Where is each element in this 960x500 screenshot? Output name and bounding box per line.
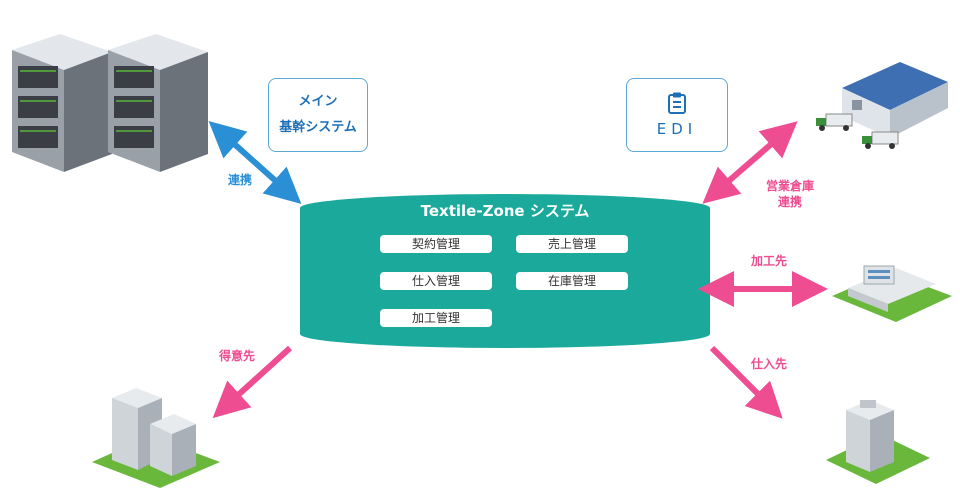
main-link-label: 連携 [227, 173, 252, 187]
supplier-building-illustration [826, 400, 930, 484]
warehouse-link-label-line2: 連携 [777, 195, 802, 209]
module-purchase-management: 仕入管理 [380, 272, 492, 290]
warehouse-illustration [816, 62, 948, 149]
supplier-link-arrow [709, 345, 783, 419]
main-system-box: メイン 基幹システム [268, 78, 368, 152]
main-system-label-line1: メイン [298, 94, 338, 109]
server-rack-illustration [12, 34, 208, 172]
edi-box: EDI [626, 78, 728, 152]
main-link-arrow [208, 121, 302, 204]
module-processing-management: 加工管理 [380, 309, 492, 327]
customer-link-label: 得意先 [218, 349, 255, 363]
edi-label: EDI [656, 120, 698, 138]
module-inventory-management: 在庫管理 [516, 272, 628, 290]
system-title: Textile-Zone システム [420, 202, 590, 220]
central-system-cylinder [300, 194, 710, 348]
module-contract-management: 契約管理 [380, 235, 492, 253]
processor-link-label: 加工先 [750, 254, 787, 268]
customer-link-arrow [212, 345, 293, 419]
truck-icon [862, 131, 899, 149]
warehouse-link-label-line1: 営業倉庫 [765, 179, 814, 193]
office-building-illustration [92, 388, 220, 488]
warehouse-link-arrow [702, 121, 798, 204]
factory-illustration [832, 265, 952, 322]
supplier-link-label: 仕入先 [750, 357, 787, 371]
truck-icon [816, 113, 853, 131]
module-sales-management: 売上管理 [516, 235, 628, 253]
main-system-label-line2: 基幹システム [279, 120, 357, 135]
warehouse-link-label: 営業倉庫 連携 [760, 178, 820, 210]
clipboard-icon [668, 92, 686, 114]
